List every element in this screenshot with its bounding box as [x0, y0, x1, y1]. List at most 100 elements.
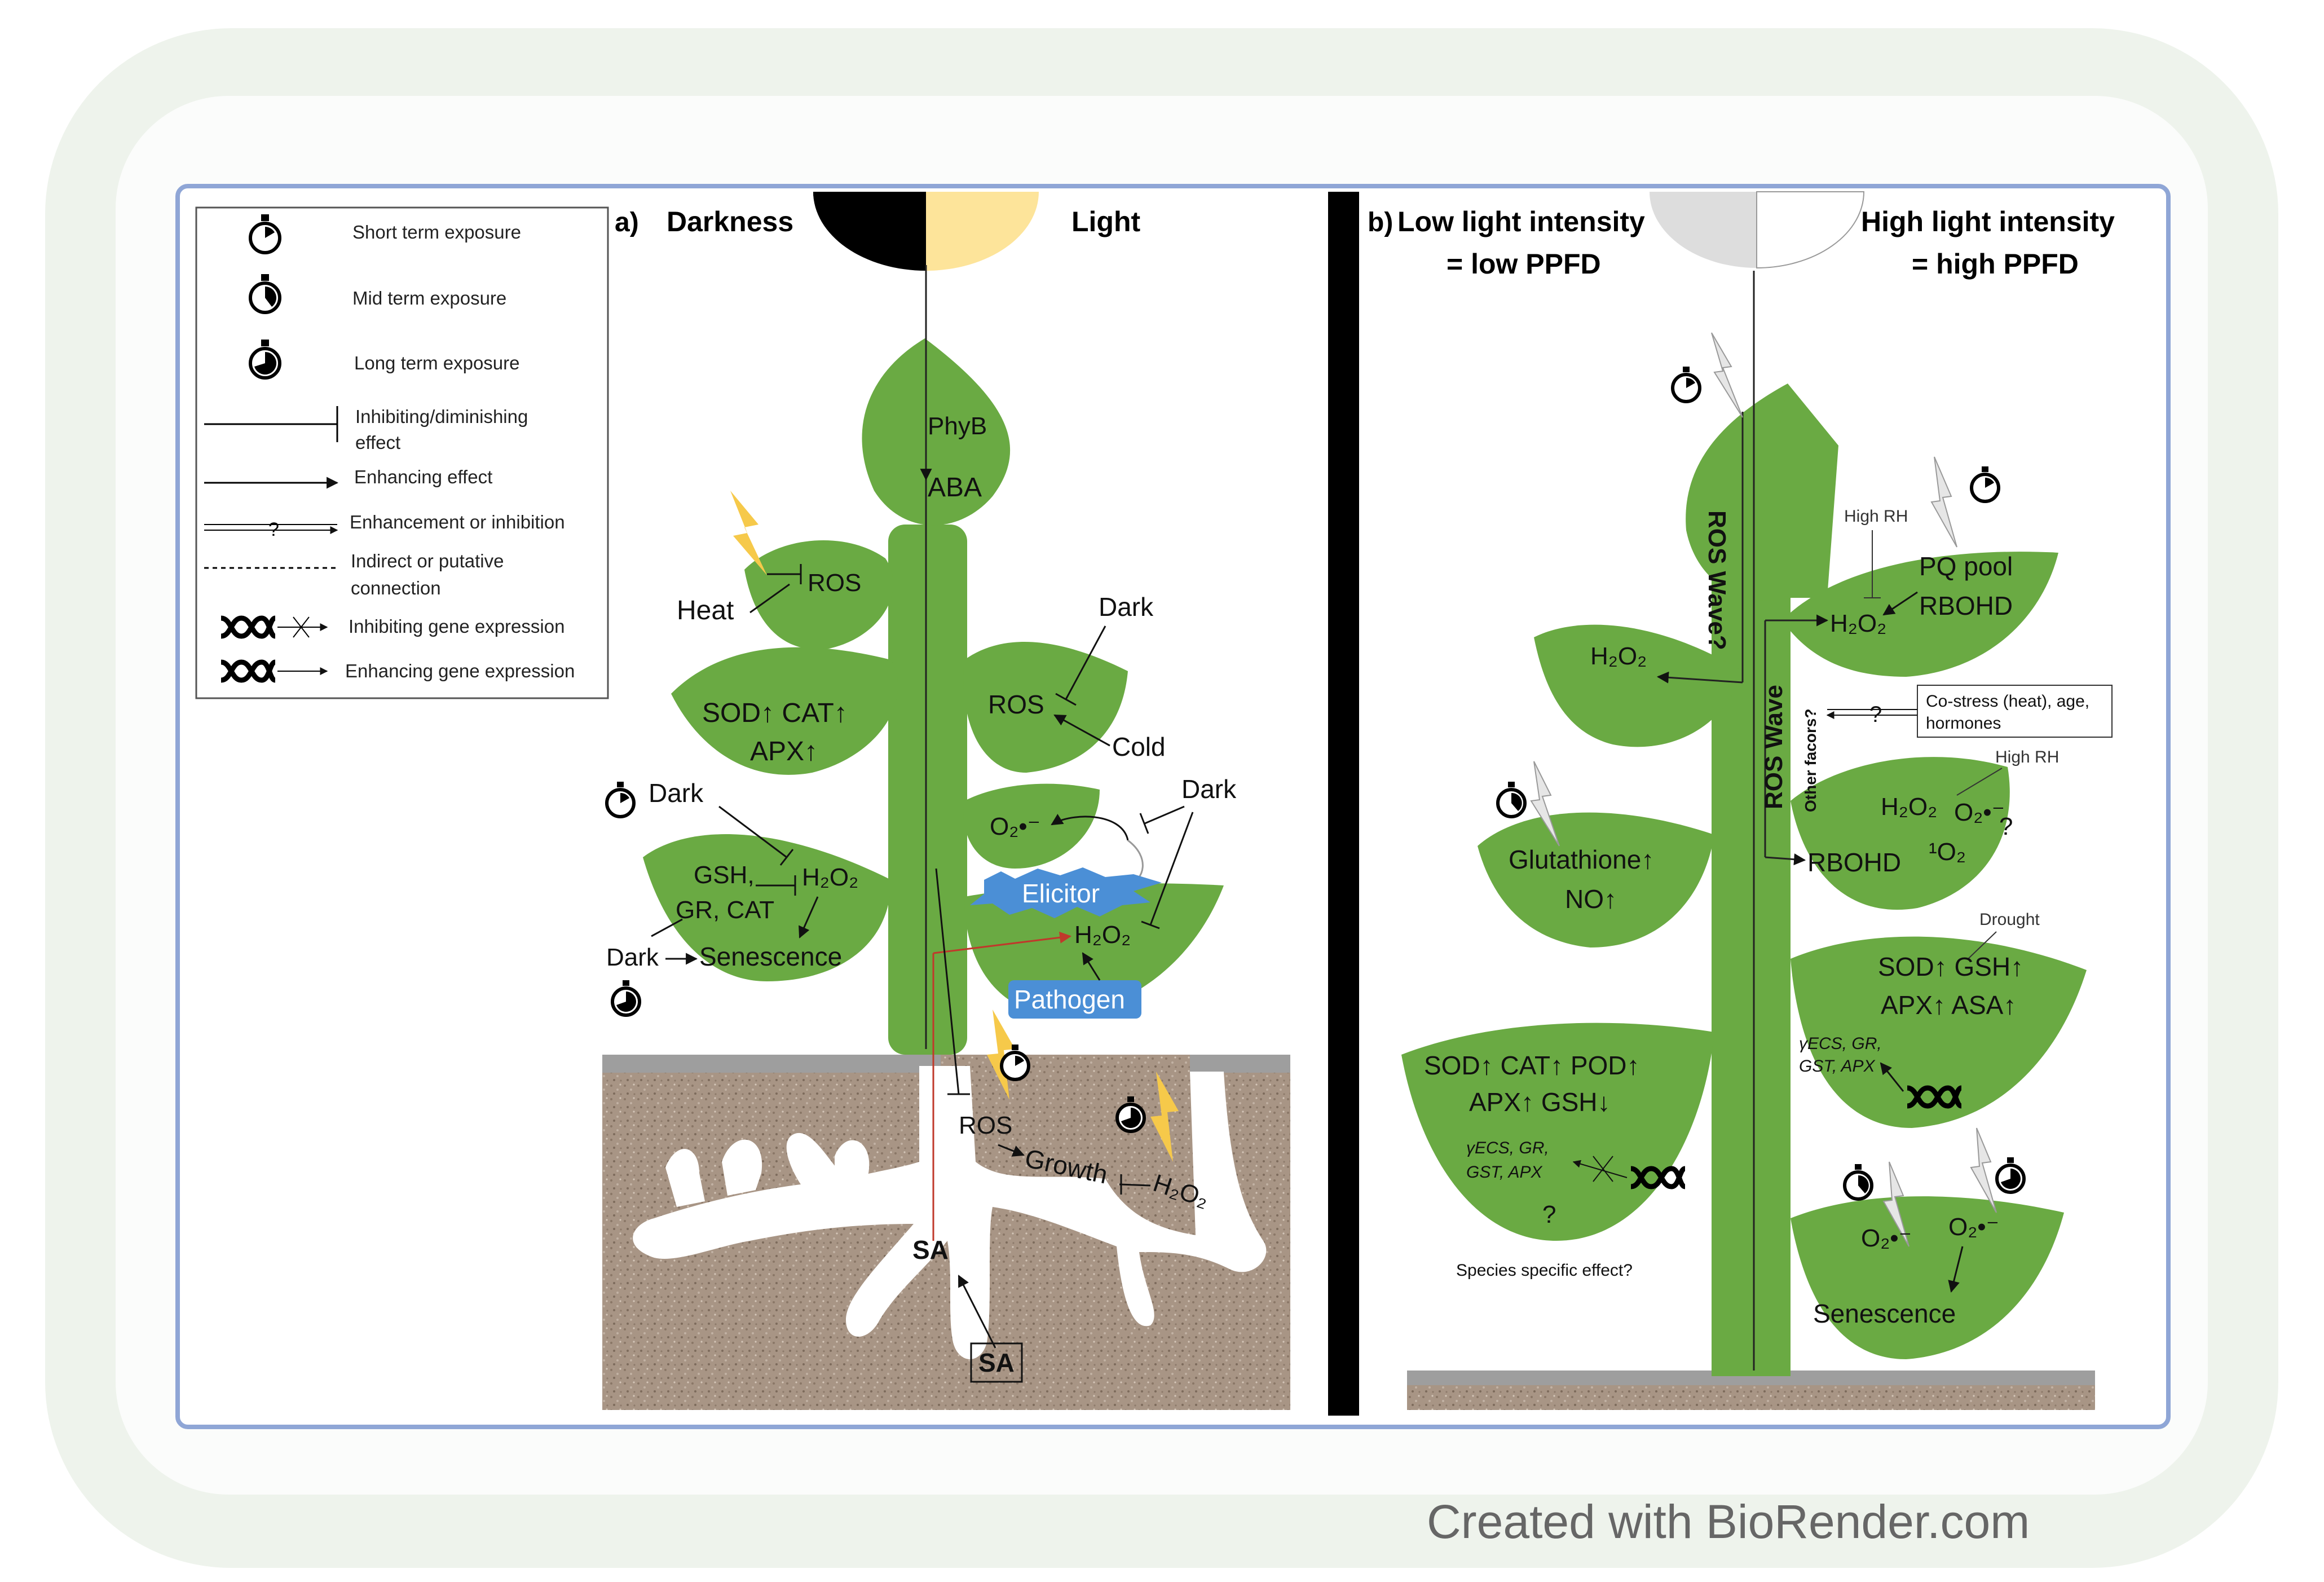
pathogen-label: Pathogen [1014, 985, 1125, 1014]
stopwatch-long-a [611, 980, 641, 1017]
legend-label-enhance: Enhancing effect [354, 466, 492, 487]
superoxide-low1-label: O₂•⁻ [1861, 1224, 1912, 1252]
genes-right-2-label: GST, APX [1799, 1057, 1875, 1076]
inhibit-line-icon [204, 406, 338, 442]
dna-enhance-icon [221, 659, 328, 683]
h2o2-right-label: H₂O₂ [1074, 921, 1131, 949]
apx-label: APX↑ [750, 737, 818, 766]
lightning-pq-icon [1930, 456, 1957, 548]
ros-mid-label: ROS [988, 690, 1044, 719]
dark-left-label: Dark [649, 778, 704, 808]
light-halfcircle [926, 192, 1039, 271]
legend-label-dna-inhibit: Inhibiting gene expression [349, 616, 565, 637]
lightning-senescence-right-icon [1970, 1127, 1997, 1213]
costress-2-label: hormones [1926, 714, 2001, 733]
h2o2-top-right-label: H₂O₂ [1830, 610, 1886, 637]
other-factors-label: Other facors? [1802, 708, 1819, 812]
senescence-label: Senescence [699, 942, 842, 971]
sod-gsh-label: SOD↑ GSH↑ [1878, 952, 2023, 981]
q-left-label: ? [1542, 1201, 1556, 1228]
legend-label-dashed: Indirect or putative [351, 550, 504, 571]
legend-label-question: Enhancement or inhibition [350, 512, 565, 532]
stopwatch-senescence-right [1995, 1157, 2026, 1194]
legend-label-mid: Mid term exposure [352, 288, 506, 309]
dna-enhance-b-icon [1907, 1085, 1963, 1109]
biorender-credit: Created with BioRender.com [1427, 1495, 2030, 1548]
stopwatch-top-b [1671, 367, 1701, 403]
high-light-title-2: = high PPFD [1912, 248, 2079, 280]
high-light-title-1: High light intensity [1861, 206, 2115, 237]
stopwatch-soil-a [1115, 1096, 1146, 1133]
low-light-title-2: = low PPFD [1447, 248, 1601, 280]
legend-label-inhibit: Inhibiting/diminishing [355, 406, 528, 427]
darkness-title: Darkness [667, 206, 793, 237]
h2o2-left-label: H₂O₂ [802, 863, 858, 891]
drought-label: Drought [1979, 910, 2040, 929]
glutathione-label: Glutathione↑ [1509, 845, 1654, 874]
lightning-root-icon [987, 1010, 1015, 1100]
genes-left-1-label: γECS, GR, [1466, 1139, 1549, 1157]
leaf-top-b-right [1748, 384, 1838, 598]
genes-right-1-label: γECS, GR, [1799, 1034, 1882, 1053]
leaf-h2o2-left-b [1534, 624, 1743, 747]
cold-label: Cold [1112, 732, 1166, 761]
dna-inhibit-b-icon [1630, 1166, 1686, 1189]
low-light-title-1: Low light intensity [1397, 206, 1645, 237]
phyb-label: PhyB [928, 412, 987, 440]
leaf-high-rh [1791, 757, 2010, 910]
genes-left-2-label: GST, APX [1466, 1163, 1542, 1182]
superoxide-low2-label: O₂•⁻ [1948, 1213, 1999, 1241]
rbohd-top-label: RBOHD [1919, 591, 2013, 620]
apx-asa-label: APX↑ ASA↑ [1881, 990, 2016, 1020]
stopwatch-root-a [1000, 1045, 1030, 1081]
panel-b: b) Low light intensity = low PPFD High l… [1368, 191, 2115, 1410]
ground-line-a-right [1190, 1055, 1290, 1073]
leaf-top-a [862, 338, 1011, 526]
superoxide-label: O₂•⁻ [990, 813, 1040, 840]
dark-upper-label: Dark [1099, 592, 1154, 622]
question-line-icon: ? [204, 519, 338, 540]
sa-box-label: SA [978, 1348, 1015, 1377]
leaf-sod [671, 647, 898, 775]
leaf-glutathione [1478, 812, 1714, 948]
q-mid-label: ? [1999, 813, 2013, 840]
darkness-halfcircle [813, 192, 926, 271]
panel-a: a) Darkness Light PhyB ABA [602, 192, 1290, 1410]
costress-1-label: Co-stress (heat), age, [1926, 692, 2089, 711]
dark-mid-label: Dark [1181, 774, 1237, 804]
heat-label: Heat [677, 596, 734, 625]
elicitor-label: Elicitor [1022, 879, 1100, 908]
lightning-top-b-icon [1711, 332, 1743, 418]
panel-divider [1328, 192, 1359, 1416]
svg-text:?: ? [268, 519, 279, 540]
light-title: Light [1071, 206, 1141, 237]
rbohd-mid-label: RBOHD [1807, 848, 1901, 877]
stopwatch-pq-b [1970, 466, 2000, 503]
superoxide-mid-label: O₂•⁻ [1954, 799, 2005, 826]
legend-label-dna-enhance: Enhancing gene expression [345, 660, 575, 681]
stopwatch-glutathione-b [1496, 782, 1527, 818]
sa-box [970, 1342, 1023, 1383]
stopwatch-dark-a [605, 782, 636, 818]
legend-label-dashed-2: connection [351, 578, 441, 598]
gsh-label: GSH, [694, 861, 755, 889]
high-light-halfcircle [1756, 191, 1865, 269]
pathogen-badge [1008, 980, 1141, 1019]
legend: Short term exposure Mid term exposure Lo… [195, 206, 609, 699]
lightning-soil-icon [1150, 1072, 1179, 1162]
panel-a-label: a) [615, 208, 639, 237]
costress-box [1917, 685, 2113, 738]
species-label: Species specific effect? [1456, 1261, 1633, 1280]
h2o2-top-left-label: H₂O₂ [1590, 642, 1647, 670]
lightning-heat-icon [730, 491, 767, 575]
stopwatch-long-icon [249, 340, 281, 380]
leaf-gsh [643, 834, 891, 981]
stopwatch-mid-icon [249, 274, 281, 314]
stem-a [888, 525, 967, 1055]
gr-cat-label: GR, CAT [676, 896, 774, 924]
stopwatch-short-icon [249, 214, 281, 254]
dna-inhibit-icon [221, 615, 328, 639]
apx-gsh-label: APX↑ GSH↓ [1469, 1087, 1611, 1117]
